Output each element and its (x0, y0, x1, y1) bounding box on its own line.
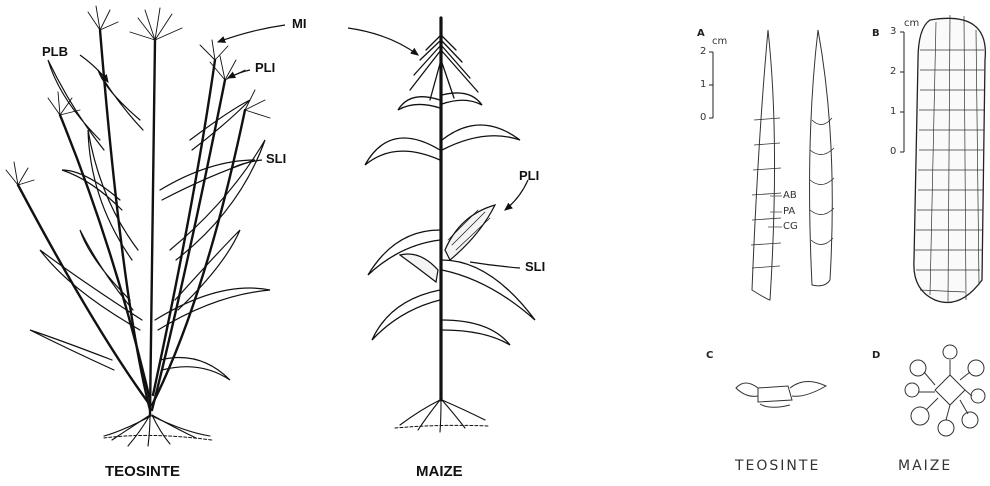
label-pli-maize: PLI (519, 168, 539, 183)
caption-teosinte-plant: TEOSINTE (105, 463, 180, 480)
teosinte-cross-section (736, 381, 826, 407)
maize-plant-drawing (365, 18, 535, 432)
scale-a-tick-1: 1 (700, 79, 706, 90)
teosinte-ear-drawing (751, 30, 834, 300)
callout-cg: CG (783, 221, 798, 232)
panel-label-b: B (872, 28, 880, 39)
maize-cross-section (905, 345, 985, 436)
ear-callout-lines (768, 196, 782, 227)
scale-b-tick-3: 3 (890, 26, 896, 37)
caption-maize-plant: MAIZE (416, 463, 463, 480)
scale-b-tick-1: 1 (890, 106, 896, 117)
scale-b-tick-2: 2 (890, 66, 896, 77)
panel-label-d: D (872, 350, 880, 361)
label-plb: PLB (42, 44, 68, 59)
scale-a-tick-0: 0 (700, 112, 706, 123)
panel-label-c: C (706, 350, 713, 361)
label-mi: MI (292, 16, 306, 31)
label-sli-maize: SLI (525, 259, 545, 274)
scale-a-tick-2: 2 (700, 46, 706, 57)
callout-pa: PA (783, 206, 795, 217)
scale-a-unit: cm (712, 36, 727, 47)
label-sli-teosinte: SLI (266, 151, 286, 166)
caption-teosinte-ear: TEOSINTE (735, 458, 820, 474)
scale-bar-a (709, 52, 713, 118)
scale-b-unit: cm (904, 18, 919, 29)
callout-ab: AB (783, 190, 797, 201)
panel-label-a: A (697, 28, 705, 39)
caption-maize-ear: MAIZE (898, 458, 952, 474)
scale-bar-b (900, 32, 904, 152)
teosinte-plant-drawing (6, 6, 270, 446)
maize-ear-drawing (914, 15, 986, 303)
label-pli-teosinte: PLI (255, 60, 275, 75)
scale-b-tick-0: 0 (890, 146, 896, 157)
